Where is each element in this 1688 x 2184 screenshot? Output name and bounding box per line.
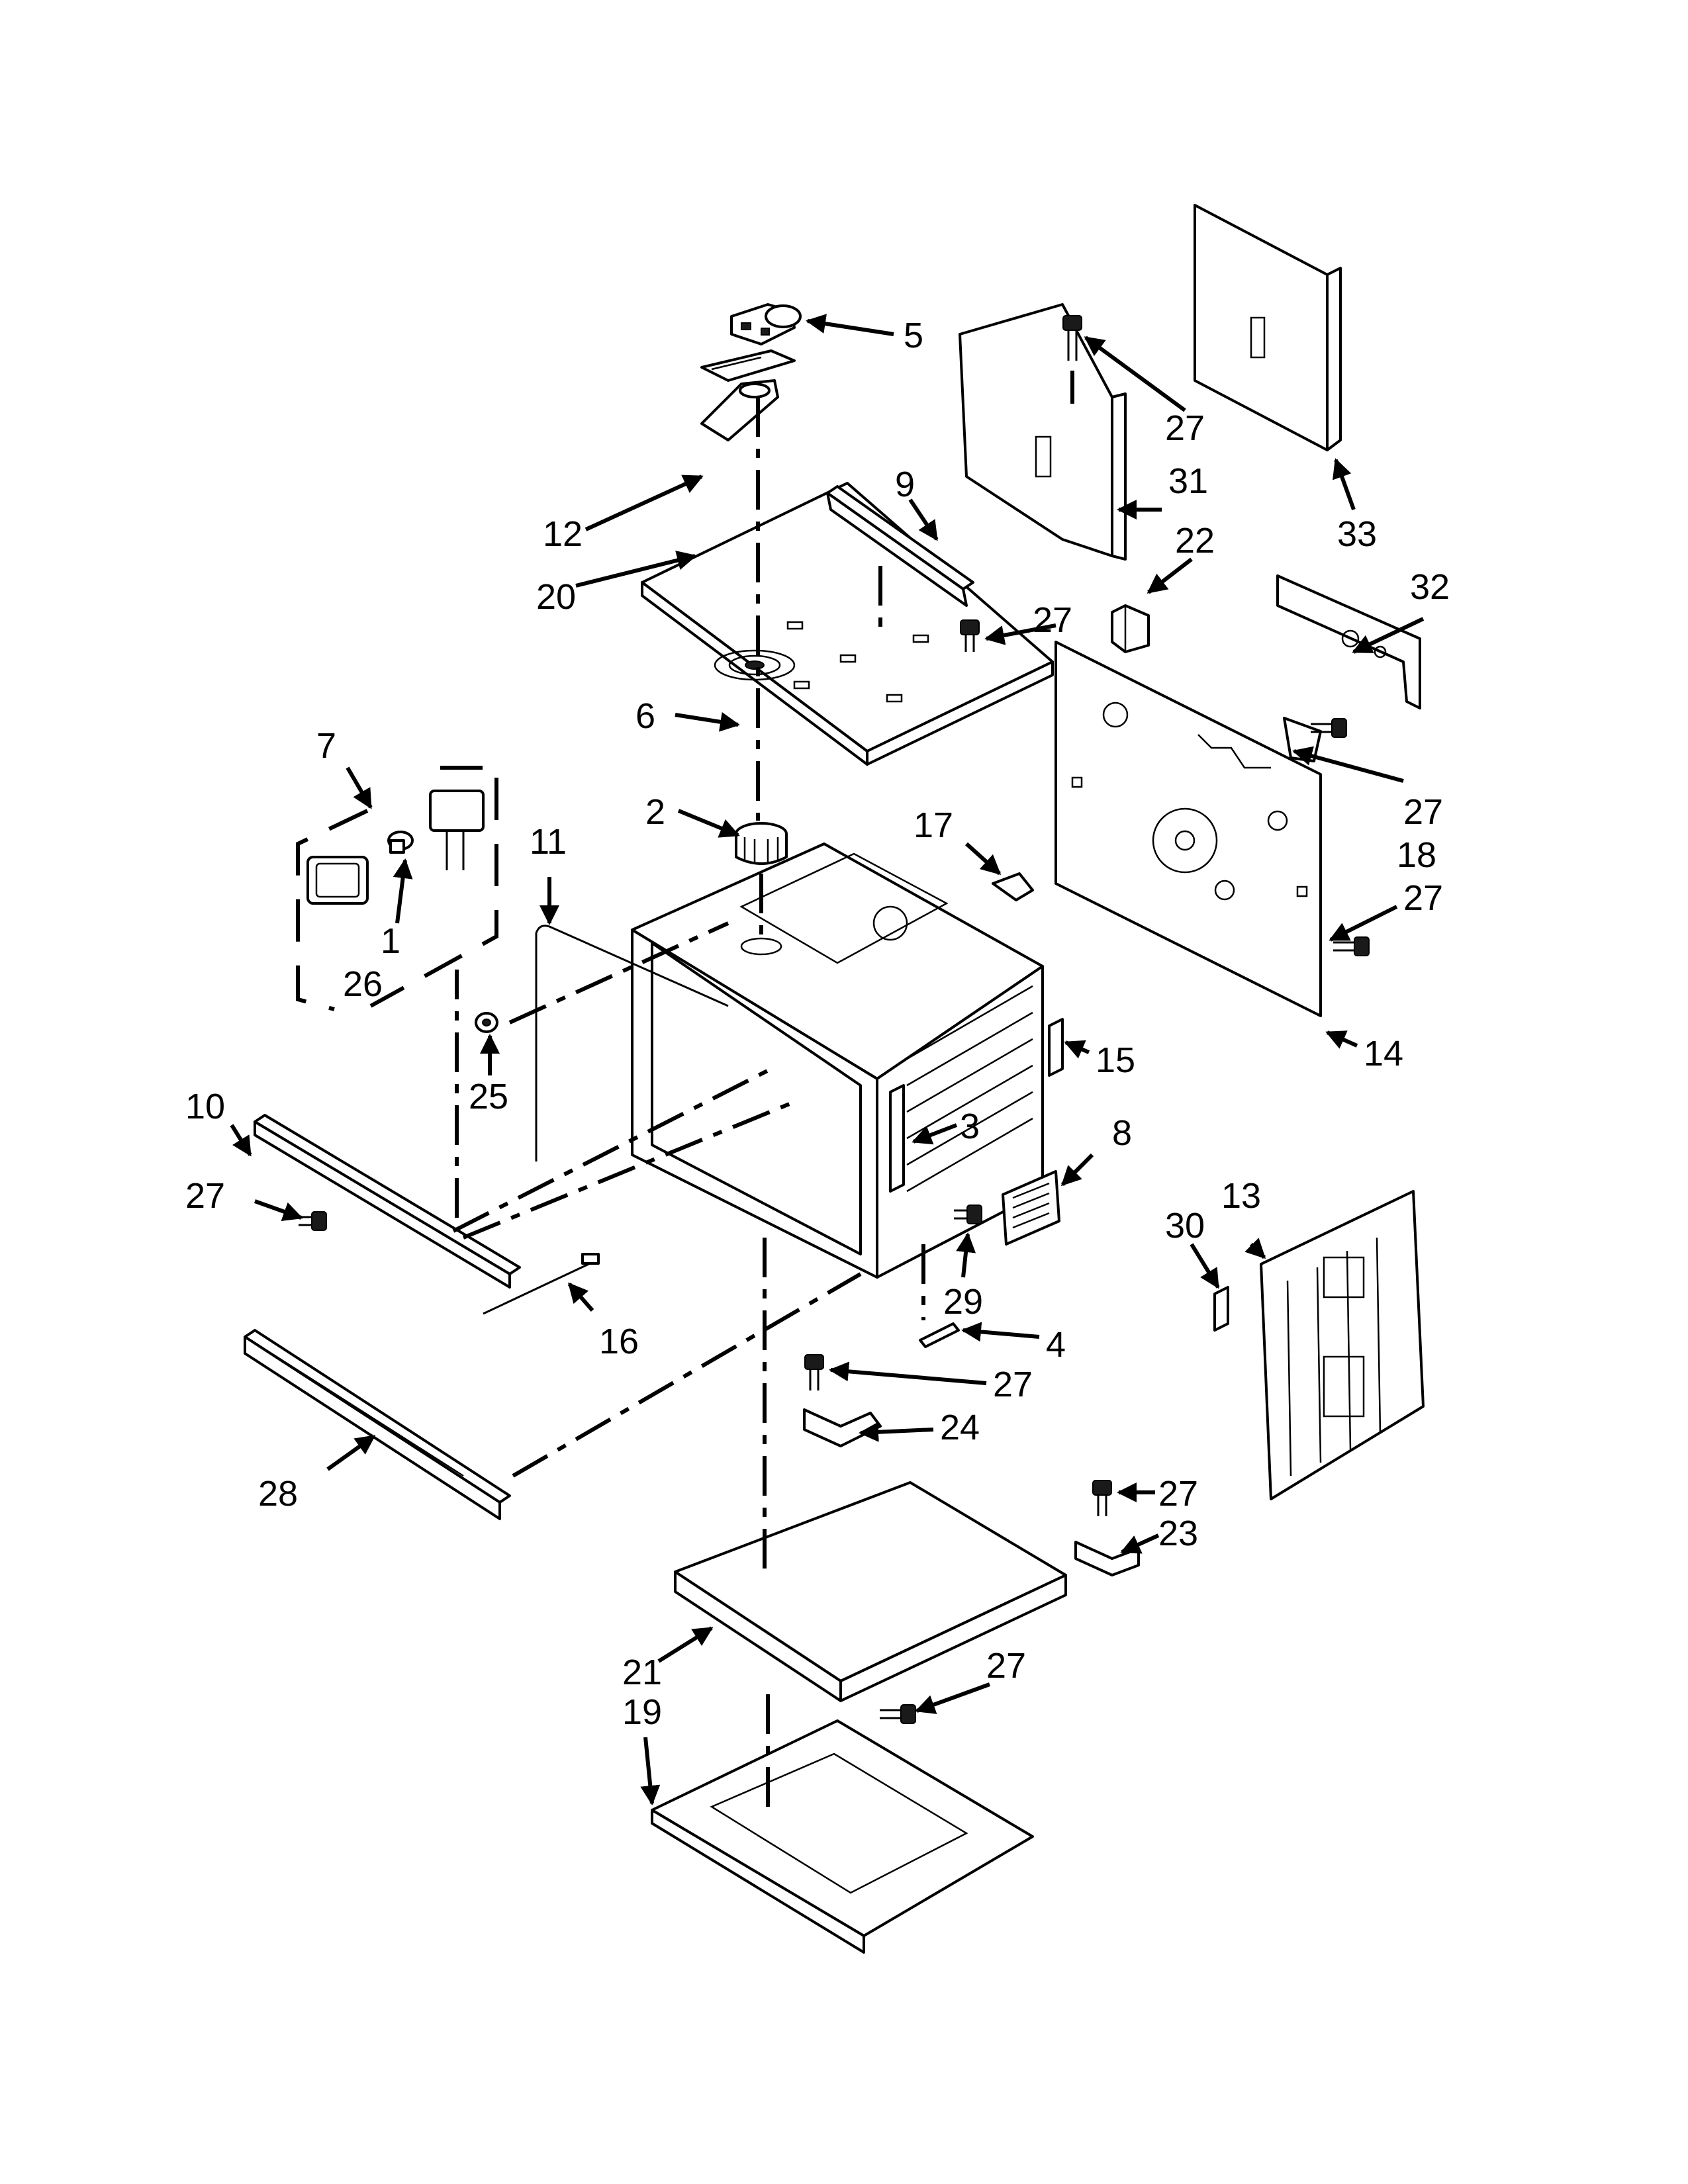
callout-20: 20	[536, 577, 576, 617]
part-32-bracket-panel	[1276, 574, 1421, 709]
screw-icon	[880, 1704, 916, 1724]
callout-16: 16	[599, 1322, 639, 1361]
part-1-light-bulb	[387, 831, 414, 854]
screw-icon	[1062, 315, 1082, 361]
callout-8: 8	[1112, 1113, 1132, 1153]
callout-25: 25	[469, 1077, 508, 1116]
callout-33: 33	[1337, 514, 1377, 554]
part-10-side-trim	[254, 1114, 521, 1289]
callout-4: 4	[1046, 1325, 1066, 1365]
callout-6: 6	[635, 696, 655, 736]
part-26-light-lens	[306, 856, 369, 905]
part-31-rear-shield	[959, 303, 1127, 561]
callout-12: 12	[543, 514, 583, 554]
screw-icon	[954, 1205, 982, 1224]
screw-icons	[299, 315, 1370, 1724]
part-20-mount-bracket	[700, 379, 779, 441]
callout-9: 9	[895, 465, 915, 504]
part-7-light-cover	[429, 790, 485, 870]
callout-27: 27	[986, 1646, 1026, 1686]
callout-7: 7	[316, 726, 336, 766]
callout-labels: 5 27 33 31 9 22 27 32 12 20 6 2 7 1 26 1…	[185, 316, 1450, 1732]
callout-31: 31	[1168, 461, 1208, 501]
callout-32: 32	[1410, 567, 1450, 607]
screw-icon	[1333, 936, 1370, 956]
callout-27: 27	[185, 1176, 225, 1216]
callout-13: 13	[1221, 1176, 1261, 1216]
part-9-rail	[826, 485, 974, 607]
screw-icon	[960, 619, 980, 652]
callout-18: 18	[1397, 835, 1436, 875]
oven-cavity	[631, 842, 1044, 1279]
callout-30: 30	[1165, 1206, 1205, 1246]
part-14-rear-wall	[1055, 641, 1322, 1017]
callout-3: 3	[960, 1107, 980, 1146]
callout-10: 10	[185, 1087, 225, 1126]
callout-27: 27	[1033, 600, 1072, 640]
callout-27: 27	[1403, 792, 1443, 832]
callout-21: 21	[622, 1653, 662, 1692]
screw-icon	[299, 1211, 327, 1231]
callout-14: 14	[1364, 1034, 1403, 1073]
part-15-sensor-clip	[1048, 1018, 1064, 1077]
part-17-clip	[992, 872, 1034, 901]
callout-27: 27	[1158, 1474, 1198, 1514]
part-25-grommet	[475, 1012, 498, 1033]
part-4-hinge-bracket	[919, 1322, 960, 1348]
part-11-gasket-wire	[535, 925, 729, 1161]
part-13-side-panel	[1260, 1190, 1425, 1500]
screw-icon	[1092, 1480, 1112, 1516]
part-19-bottom-panel	[651, 1719, 1034, 1954]
callout-17: 17	[914, 805, 953, 845]
part-2-convection-fan	[735, 822, 788, 865]
part-22-junction-box	[1111, 604, 1150, 653]
assembly-centerlines	[452, 371, 1074, 1813]
callout-15: 15	[1096, 1040, 1135, 1080]
callout-27: 27	[1403, 878, 1443, 918]
screw-icon	[1311, 718, 1347, 738]
callout-26: 26	[343, 964, 383, 1004]
callout-29: 29	[943, 1282, 983, 1322]
callout-27: 27	[1165, 408, 1205, 448]
part-23-bracket	[1074, 1541, 1140, 1576]
part-33-rear-panel	[1194, 204, 1342, 451]
leader-lines	[230, 314, 1425, 1805]
part-12-bracket	[700, 349, 796, 382]
part-21-bottom-insulation	[674, 1481, 1067, 1702]
callout-23: 23	[1158, 1514, 1198, 1553]
callout-11: 11	[530, 822, 567, 862]
callout-5: 5	[904, 316, 923, 355]
callout-22: 22	[1175, 521, 1215, 561]
part-6-top-panel	[641, 482, 1054, 766]
light-assembly-bracket	[296, 766, 498, 1011]
callout-2: 2	[645, 792, 665, 832]
part-30-clip	[1213, 1286, 1229, 1332]
part-24-bracket	[803, 1408, 882, 1447]
callout-1: 1	[381, 921, 400, 961]
callout-28: 28	[258, 1474, 298, 1514]
callout-19: 19	[622, 1692, 662, 1732]
part-3-rack-support	[889, 1084, 905, 1193]
callout-27: 27	[993, 1365, 1033, 1404]
part-28-lower-trim	[244, 1329, 511, 1520]
part-8-vent-grille	[1002, 1170, 1060, 1246]
screw-icon	[804, 1354, 824, 1390]
part-5-switch-assembly	[730, 303, 802, 345]
callout-24: 24	[940, 1408, 980, 1447]
part-16-sensor-probe	[483, 1253, 600, 1315]
